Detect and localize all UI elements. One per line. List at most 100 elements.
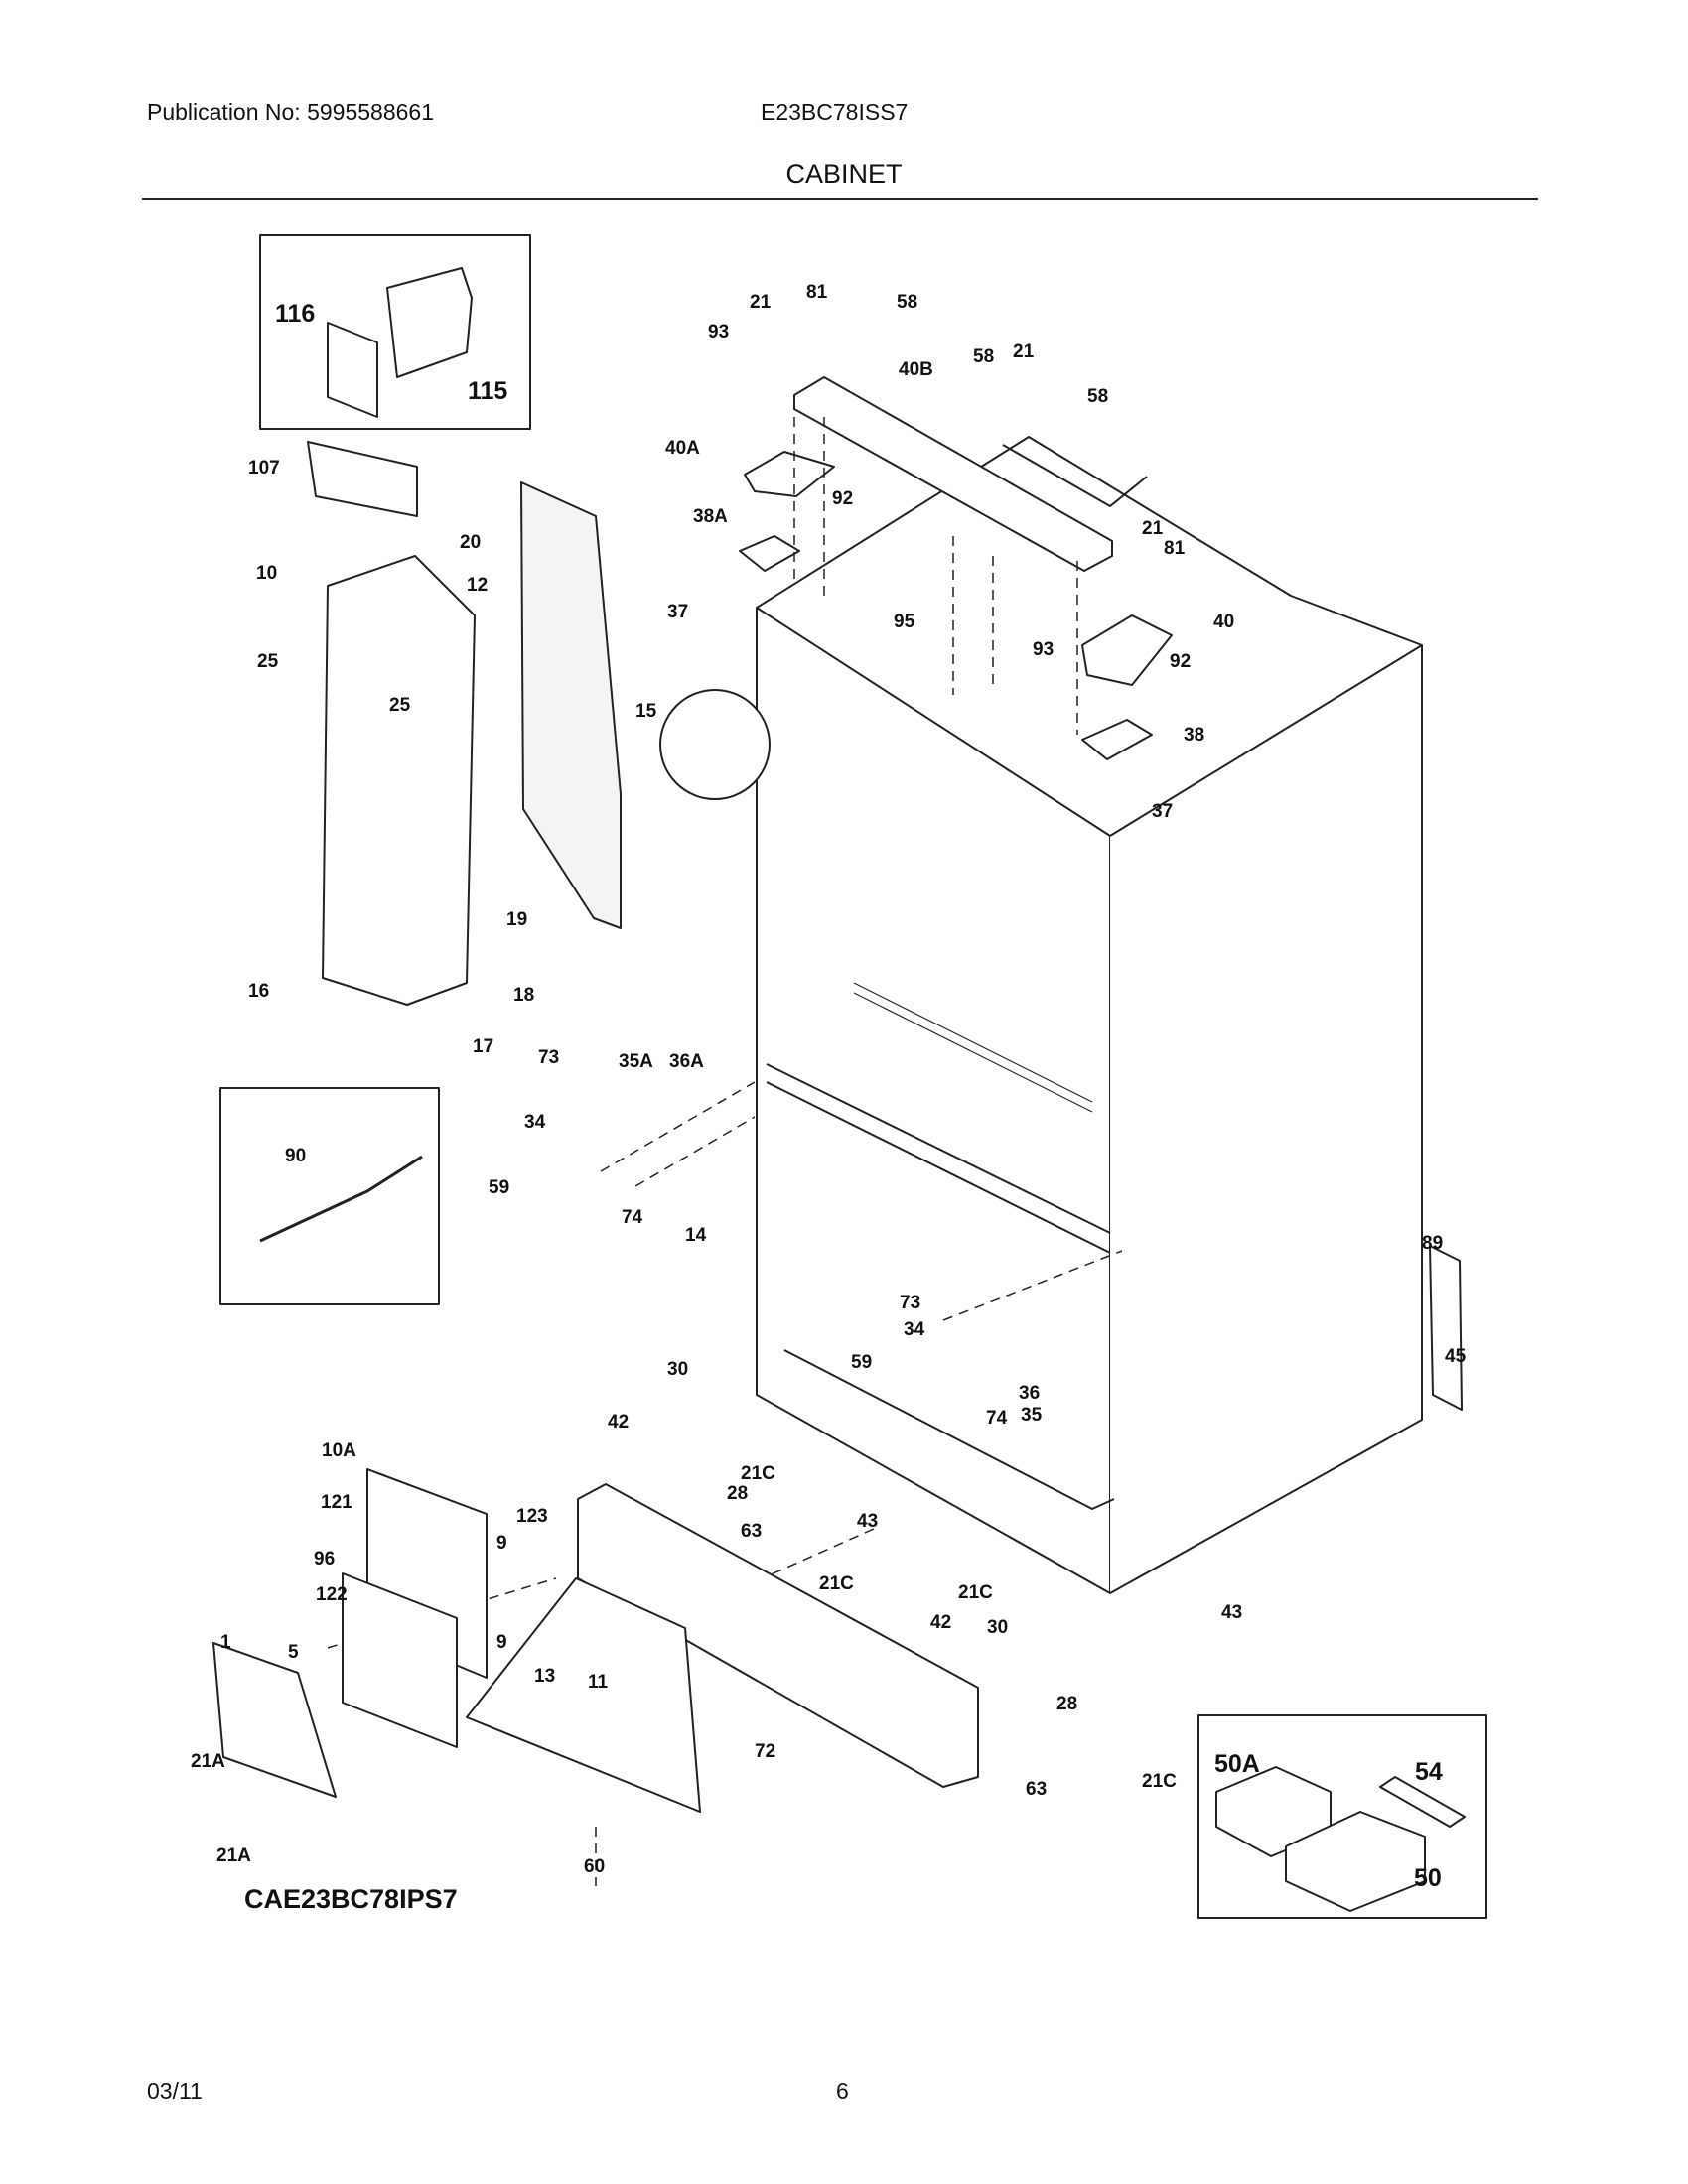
part-label-73: 73 <box>900 1293 920 1313</box>
part-label-81: 81 <box>806 282 828 303</box>
part-label-115: 115 <box>468 377 507 405</box>
part-label-30: 30 <box>987 1617 1008 1638</box>
part-label-122: 122 <box>316 1584 348 1605</box>
cabinet-toe <box>783 1349 1115 1510</box>
part-label-40: 40 <box>1213 612 1234 632</box>
hinge-cover-40a <box>744 451 835 497</box>
cabinet-inner-shelf <box>853 982 1093 1113</box>
part-label-15: 15 <box>635 701 657 722</box>
rear-panel-11 <box>466 1577 701 1813</box>
part-label-123: 123 <box>516 1506 548 1527</box>
cabinet-divider-lower <box>766 1081 1111 1254</box>
dispenser-housing-115 <box>386 267 473 378</box>
access-cover-1 <box>212 1642 337 1798</box>
side-bracket-89 <box>1429 1245 1463 1411</box>
part-label-58: 58 <box>897 292 917 313</box>
part-label-73: 73 <box>538 1047 559 1068</box>
part-label-34: 34 <box>524 1112 546 1133</box>
part-label-19: 19 <box>506 909 527 930</box>
part-label-121: 121 <box>321 1492 352 1513</box>
part-label-36a: 36A <box>669 1051 704 1072</box>
inset-box-service-trays <box>1197 1714 1487 1919</box>
cabinet-front <box>756 607 1111 1594</box>
part-label-58: 58 <box>973 346 994 367</box>
part-label-59: 59 <box>489 1177 509 1198</box>
bracket-54 <box>1379 1776 1466 1828</box>
part-label-59: 59 <box>851 1352 872 1373</box>
part-label-5: 5 <box>288 1642 299 1663</box>
section-title: CABINET <box>785 159 903 189</box>
part-label-43: 43 <box>857 1511 878 1532</box>
part-label-90: 90 <box>285 1146 306 1166</box>
part-label-93: 93 <box>1033 639 1054 660</box>
part-label-10a: 10A <box>322 1440 356 1461</box>
part-label-16: 16 <box>248 981 269 1002</box>
detail-circle-15 <box>659 689 771 800</box>
part-label-81: 81 <box>1164 538 1186 559</box>
part-label-40a: 40A <box>665 438 700 459</box>
cabinet-side <box>1109 644 1423 1594</box>
part-label-95: 95 <box>894 612 915 632</box>
part-label-50a: 50A <box>1214 1750 1260 1778</box>
part-label-92: 92 <box>832 488 853 509</box>
part-label-21c: 21C <box>741 1463 775 1484</box>
part-label-35: 35 <box>1021 1405 1043 1426</box>
part-label-30: 30 <box>667 1359 688 1380</box>
part-label-28: 28 <box>727 1483 748 1504</box>
part-label-9: 9 <box>496 1632 507 1653</box>
part-label-21c: 21C <box>1142 1771 1177 1792</box>
inset-box-dispenser-housing <box>259 234 531 430</box>
part-label-25: 25 <box>257 651 279 672</box>
part-label-25: 25 <box>389 695 411 716</box>
part-label-92: 92 <box>1170 651 1191 672</box>
header-rule <box>142 198 1538 200</box>
part-label-17: 17 <box>473 1036 493 1057</box>
part-label-21: 21 <box>1142 518 1164 539</box>
cabinet-top <box>756 436 1423 646</box>
part-label-37: 37 <box>667 602 688 622</box>
part-label-21: 21 <box>1013 341 1035 362</box>
footer-date: 03/11 <box>147 2078 203 2104</box>
cabinet-top-edge <box>1002 444 1148 507</box>
gasket-116 <box>327 322 378 418</box>
baffle-107 <box>307 441 418 517</box>
part-label-21a: 21A <box>191 1751 225 1772</box>
part-label-96: 96 <box>314 1549 335 1570</box>
part-label-58: 58 <box>1087 386 1108 407</box>
part-label-54: 54 <box>1415 1758 1443 1786</box>
part-label-89: 89 <box>1422 1233 1443 1254</box>
part-label-63: 63 <box>1026 1779 1047 1800</box>
part-label-42: 42 <box>608 1412 629 1433</box>
part-label-21: 21 <box>750 292 772 313</box>
part-label-11: 11 <box>588 1672 609 1693</box>
part-label-63: 63 <box>741 1521 762 1542</box>
inset-box-heater-cord <box>219 1087 440 1305</box>
model-code: CAE23BC78IPS7 <box>244 1884 458 1914</box>
part-label-34: 34 <box>904 1319 925 1340</box>
part-label-74: 74 <box>622 1207 643 1228</box>
part-label-43: 43 <box>1221 1602 1242 1623</box>
tray-50 <box>1285 1811 1426 1912</box>
heater-cord-90 <box>259 1155 423 1243</box>
part-label-38: 38 <box>1184 725 1204 746</box>
hinge-bar-40b <box>793 376 1113 572</box>
part-label-13: 13 <box>534 1666 555 1687</box>
part-label-50: 50 <box>1414 1864 1442 1892</box>
ice-chute-housing-10 <box>322 555 476 1006</box>
part-label-9: 9 <box>496 1533 507 1554</box>
part-label-21c: 21C <box>958 1582 993 1603</box>
part-label-21c: 21C <box>819 1573 854 1594</box>
hinge-cover-40 <box>1081 614 1173 686</box>
part-label-14: 14 <box>685 1225 707 1246</box>
part-label-35a: 35A <box>619 1051 653 1072</box>
part-label-10: 10 <box>256 563 277 584</box>
part-label-20: 20 <box>460 532 481 553</box>
fan-shroud-122 <box>342 1572 458 1748</box>
part-label-36: 36 <box>1019 1383 1040 1404</box>
part-label-116: 116 <box>275 300 315 328</box>
part-label-72: 72 <box>755 1741 775 1762</box>
part-label-45: 45 <box>1445 1346 1467 1367</box>
part-label-18: 18 <box>513 985 534 1006</box>
